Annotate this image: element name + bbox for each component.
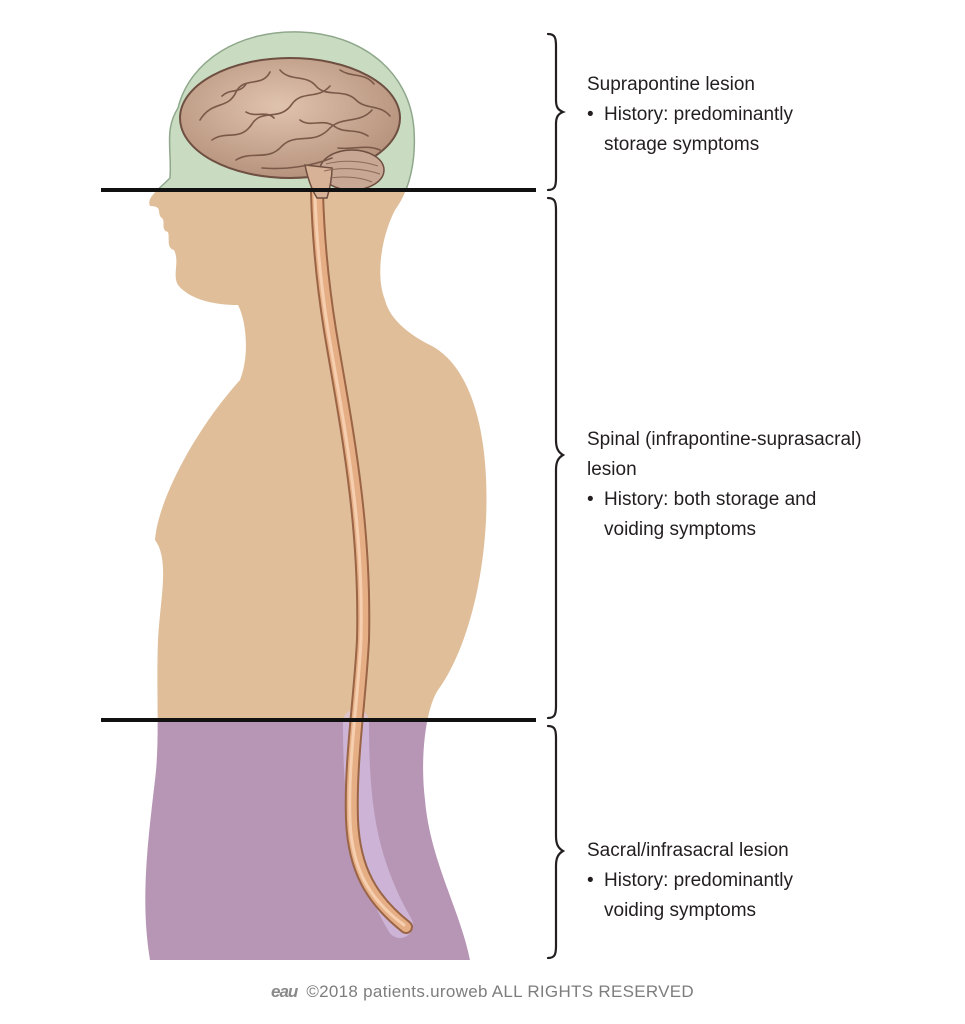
sacral-history-line-1: History: predominantly [604,870,794,891]
suprapontine-history: History: predominantly storage symptoms [587,100,887,160]
spinal-history-line-1: History: both storage and [604,489,817,510]
suprapontine-label: Suprapontine lesion History: predominant… [587,70,887,160]
sacral-history: History: predominantly voiding symptoms [587,866,887,926]
sacral-label: Sacral/infrasacral lesion History: predo… [587,836,887,926]
bracket-sacral [546,724,566,960]
bracket-spinal [546,196,566,720]
spinal-title: Spinal (infrapontine-suprasacral) lesion [587,425,917,485]
brain-gyri [199,69,391,170]
cerebellum-folia [323,160,381,183]
torso-zone [149,190,487,720]
suprapontine-history-line-1: History: predominantly [604,104,794,125]
spinal-title-line-2: lesion [587,459,637,480]
spinal-cord [310,185,413,934]
spinal-label: Spinal (infrapontine-suprasacral)lesion … [587,425,917,545]
copyright-text: ©2018 patients.uroweb ALL RIGHTS RESERVE… [306,982,694,1001]
suprapontine-title: Suprapontine lesion [587,74,755,95]
spinal-title-line-1: Spinal (infrapontine-suprasacral) [587,429,862,450]
sacral-history-line-2: voiding symptoms [604,900,757,921]
brain [179,57,401,199]
bracket-supra [546,32,566,192]
suprapontine-history-line-2: storage symptoms [604,134,760,155]
eau-logo: eau [270,982,298,1001]
copyright-footer: eau ©2018 patients.uroweb ALL RIGHTS RES… [0,982,965,1002]
spinal-history: History: both storage and voiding symptom… [587,485,917,545]
spinal-history-line-2: voiding symptoms [604,519,757,540]
sacral-title: Sacral/infrasacral lesion [587,840,789,861]
bracket-group [546,32,566,960]
